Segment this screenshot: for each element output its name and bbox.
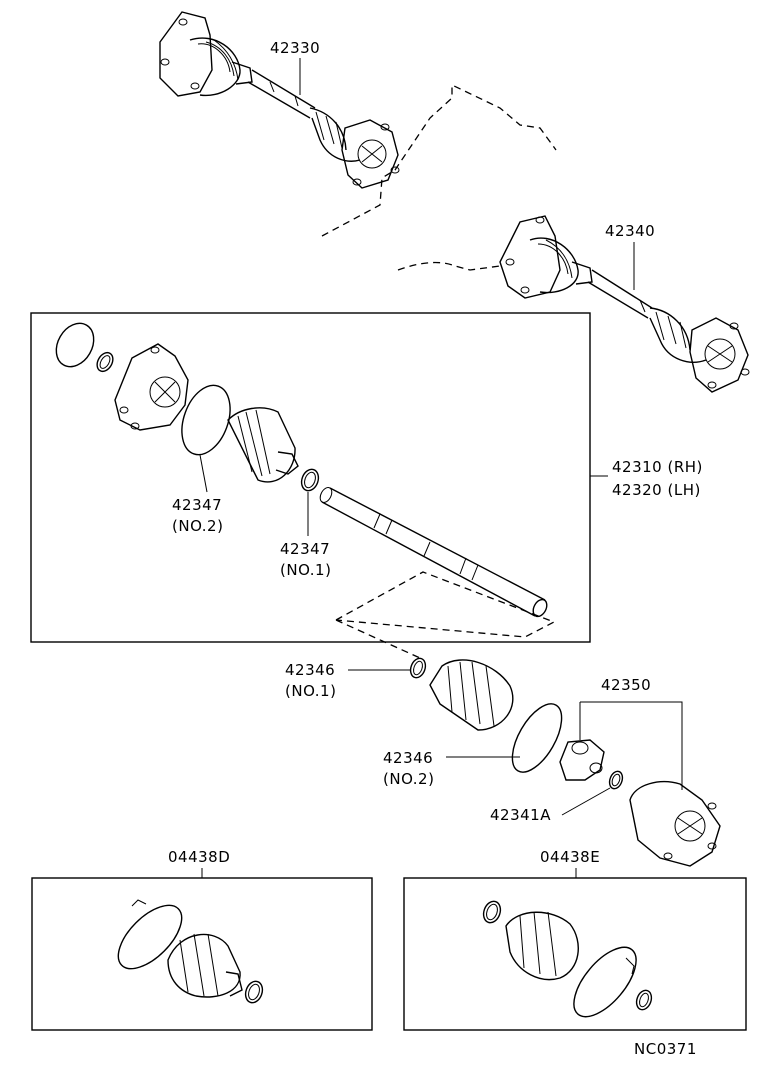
assembly-box-42310-42320 <box>30 312 591 643</box>
label-42320: 42320 (LH) <box>612 481 701 499</box>
label-42346-no1-sub: (NO.1) <box>285 682 336 700</box>
label-42346-no2: 42346 <box>383 749 433 767</box>
main-assembly-parts <box>55 322 548 618</box>
label-42347-no2: 42347 <box>172 496 222 514</box>
label-04438e: 04438E <box>540 848 600 866</box>
boot-kit-box-04438d <box>31 877 373 1031</box>
differential-outline-lower <box>397 261 501 271</box>
leader-42350 <box>579 701 683 790</box>
label-42346-no1: 42346 <box>285 661 335 679</box>
label-42341a: 42341A <box>490 806 551 824</box>
boot-kit-outline <box>335 571 556 659</box>
outer-joint-parts <box>409 657 721 867</box>
label-42346-no2-sub: (NO.2) <box>383 770 434 788</box>
label-42347-no1-sub: (NO.1) <box>280 561 331 579</box>
boot-kit-04438d-parts <box>117 899 264 1004</box>
label-42347-no2-sub: (NO.2) <box>172 517 223 535</box>
drawing-code: NC0371 <box>634 1040 697 1058</box>
label-42350: 42350 <box>601 676 651 694</box>
label-42347-no1: 42347 <box>280 540 330 558</box>
boot-kit-04438e-parts <box>482 900 653 1018</box>
boot-kit-box-04438e <box>403 877 747 1031</box>
label-04438d: 04438D <box>168 848 230 866</box>
leader-42347-no2 <box>199 454 208 493</box>
label-42330: 42330 <box>270 39 320 57</box>
label-42310: 42310 (RH) <box>612 458 703 476</box>
drive-shaft-42340 <box>499 215 750 393</box>
leader-42341a <box>561 787 611 816</box>
drive-shaft-42330 <box>159 11 400 189</box>
label-42340: 42340 <box>605 222 655 240</box>
